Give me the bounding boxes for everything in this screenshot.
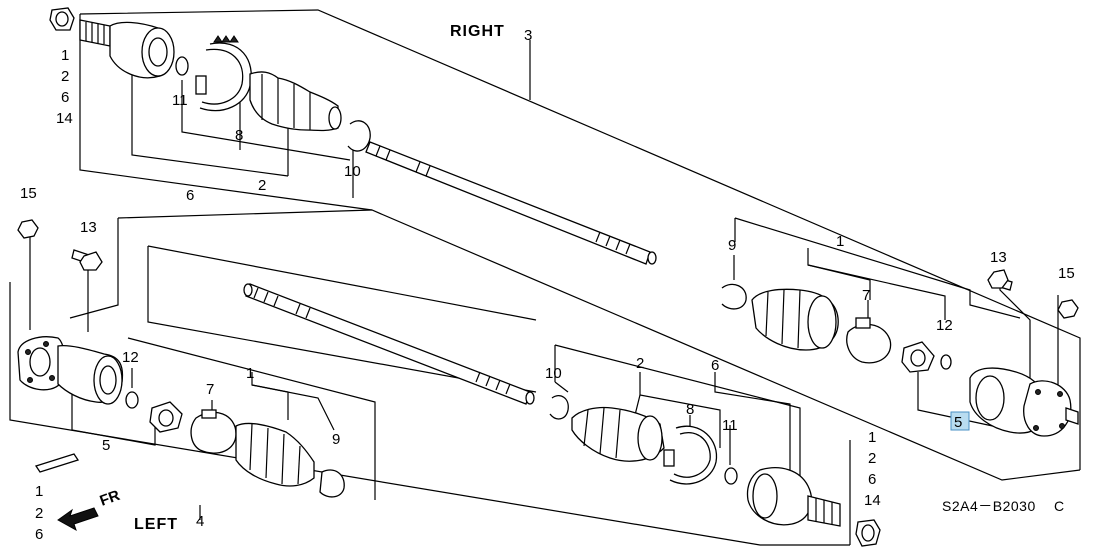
label-rr-13: 13	[990, 249, 1007, 266]
label-rr-7: 7	[862, 287, 870, 304]
left-axle-shaft-icon	[245, 283, 531, 405]
label-c-8: 8	[686, 401, 694, 418]
title-right: RIGHT	[450, 23, 505, 40]
left-outboard-joint	[549, 395, 881, 547]
boot-band-icon	[846, 323, 892, 364]
circlip-icon	[940, 354, 952, 370]
label-l-15: 15	[20, 185, 37, 202]
label-l-nut-2: 2	[35, 505, 43, 522]
small-band-icon	[319, 469, 345, 498]
label-r-6: 6	[186, 187, 194, 204]
circlip-icon	[724, 467, 738, 485]
label-c-stack-3: 6	[868, 471, 876, 488]
label-r-nut-4: 14	[56, 110, 73, 127]
label-l-7: 7	[206, 381, 214, 398]
label-r-2: 2	[258, 177, 266, 194]
label-c-6: 6	[711, 357, 719, 374]
frame-lines	[9, 9, 1081, 546]
label-l-9: 9	[332, 431, 340, 448]
label-l-1: 1	[246, 365, 254, 382]
circlip-icon	[175, 56, 189, 76]
label-r-11: 11	[172, 92, 188, 109]
right-driveshaft	[49, 7, 657, 265]
label-l-4: 4	[196, 513, 204, 530]
label-rr-1: 1	[836, 233, 844, 250]
label-rr-5: 5	[954, 414, 962, 431]
inboard-boot-icon	[235, 422, 315, 487]
flange-nut-icon	[17, 219, 39, 239]
label-r-10: 10	[344, 163, 361, 180]
circlip-icon	[125, 391, 139, 409]
title-left: LEFT	[134, 516, 178, 533]
small-band-icon	[347, 120, 371, 152]
label-l-13: 13	[80, 219, 97, 236]
labels: RIGHT 3 1 2 6 14 11 8 2 6 10 15 13 12 7 …	[20, 23, 1075, 543]
front-label: FR	[98, 487, 123, 510]
front-arrow-icon	[57, 507, 99, 532]
label-l-5: 5	[102, 437, 110, 454]
label-c-2: 2	[636, 355, 644, 372]
label-r-8: 8	[235, 127, 243, 144]
diagram-code: S2A4－B2030	[942, 498, 1036, 514]
label-l-12: 12	[122, 349, 139, 366]
boot-band-icon	[190, 411, 237, 454]
left-driveshaft	[243, 283, 535, 405]
diagram-code-suffix: C	[1054, 498, 1065, 514]
axle-shaft-icon	[365, 141, 651, 265]
label-l-nut-3: 6	[35, 526, 43, 543]
label-rr-15: 15	[1058, 265, 1075, 282]
label-l-nut-1: 1	[35, 483, 43, 500]
label-r-nut-1: 1	[61, 47, 69, 64]
left-inboard-joint	[17, 219, 345, 498]
label-c-stack-4: 14	[864, 492, 881, 509]
dust-shield-icon	[34, 453, 80, 473]
label-rr-9: 9	[728, 237, 736, 254]
small-band-icon	[549, 395, 569, 420]
small-band-icon	[721, 283, 747, 310]
label-c-11: 11	[722, 417, 738, 434]
label-r-nut-3: 6	[61, 89, 69, 106]
right-inboard-joint	[721, 269, 1079, 437]
highlighted-part-5	[950, 411, 970, 431]
label-3: 3	[524, 27, 532, 44]
label-c-stack-2: 2	[868, 450, 876, 467]
label-c-stack-1: 1	[868, 429, 876, 446]
label-r-nut-2: 2	[61, 68, 69, 85]
flange-nut-icon	[1057, 299, 1079, 319]
label-rr-12: 12	[936, 317, 953, 334]
label-c-10: 10	[545, 365, 562, 382]
